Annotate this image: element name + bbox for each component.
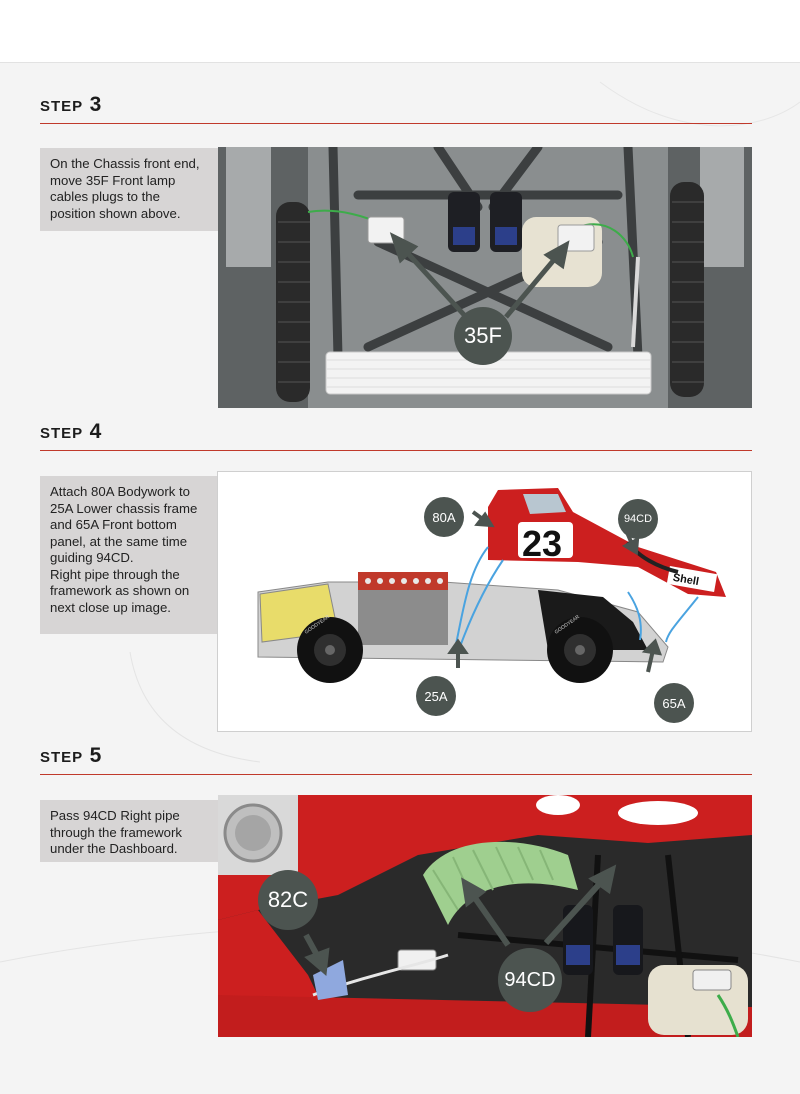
callout-80a: 80A xyxy=(424,497,464,537)
step-4-illustration: GOODYEAR GOODYEAR 23 Shell 80A 94CD 25A … xyxy=(217,471,752,732)
step-word: STEP xyxy=(40,98,84,115)
car-assembly-image: GOODYEAR GOODYEAR 23 Shell xyxy=(257,488,726,683)
step-4-title: STEP 4 xyxy=(40,420,101,444)
sponsor-logo-text: Shell xyxy=(672,572,700,588)
car-number: 23 xyxy=(522,523,562,564)
step-word: STEP xyxy=(40,425,84,442)
step-number: 4 xyxy=(89,420,102,443)
step-4-header: STEP 4 xyxy=(40,420,752,451)
step-5-illustration: 82C 94CD xyxy=(218,795,752,1037)
callout-65a: 65A xyxy=(654,683,694,723)
step-3-caption: On the Chassis front end, move 35F Front… xyxy=(40,148,218,231)
callout-25a: 25A xyxy=(416,676,456,716)
callout-94cd-step5: 94CD xyxy=(498,948,562,1012)
step-3-illustration: 35F xyxy=(218,147,752,408)
callout-82c: 82C xyxy=(258,870,318,930)
step-5-caption: Pass 94CD Right pipe through the framewo… xyxy=(40,800,218,862)
step-number: 5 xyxy=(89,744,102,767)
page-top-band xyxy=(0,0,800,63)
step-4-caption: Attach 80A Bodywork to 25A Lower chassis… xyxy=(40,476,218,634)
step-word: STEP xyxy=(40,749,84,766)
step-5-header: STEP 5 xyxy=(40,744,752,775)
callout-94cd: 94CD xyxy=(618,499,658,539)
step-5-title: STEP 5 xyxy=(40,744,101,768)
callout-35f: 35F xyxy=(454,307,512,365)
step-number: 3 xyxy=(89,93,102,116)
dashboard-closeup-image xyxy=(218,795,752,1037)
step-3-title: STEP 3 xyxy=(40,93,101,117)
step-3-header: STEP 3 xyxy=(40,93,752,124)
chassis-front-image xyxy=(218,147,752,408)
